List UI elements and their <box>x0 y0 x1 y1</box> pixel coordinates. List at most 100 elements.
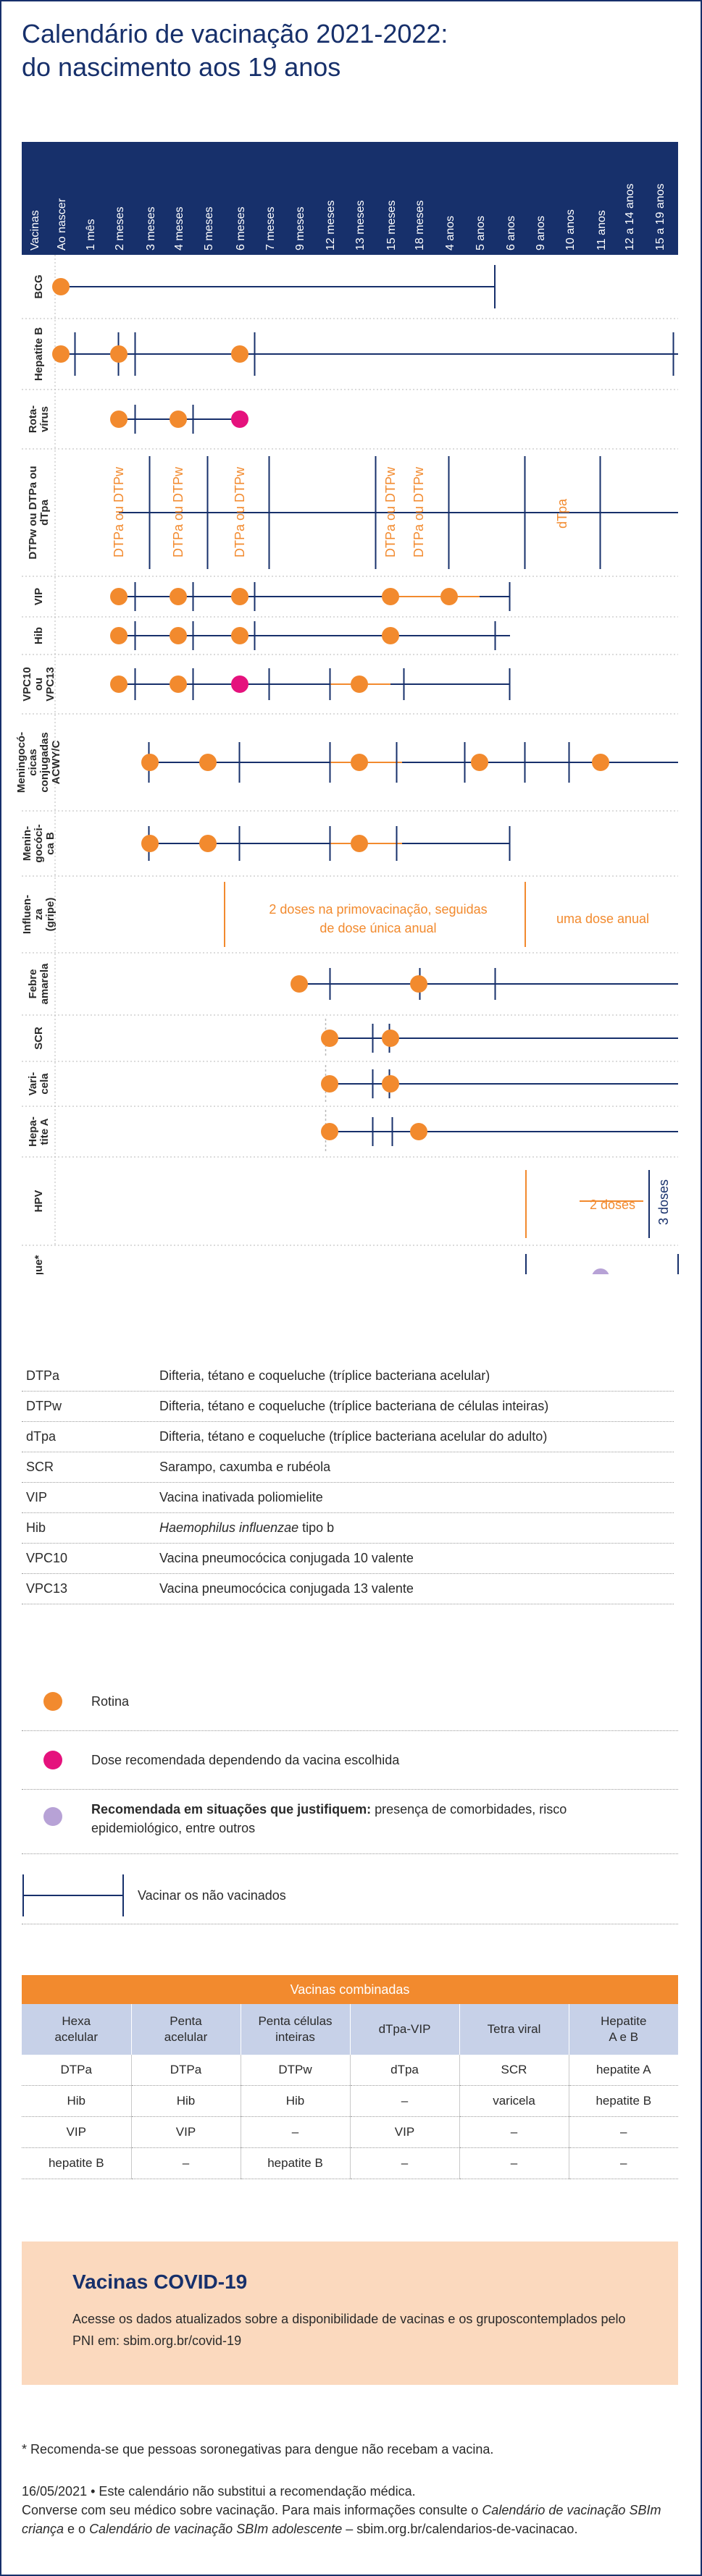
footer-notes: 16/05/2021 • Este calendário não substit… <box>22 2482 674 2538</box>
vaccine-label-line: Meningocó- <box>15 732 28 793</box>
abbreviation-code: SCR <box>26 1460 54 1474</box>
abbreviation-definition: Difteria, tétano e coqueluche (tríplice … <box>159 1399 549 1413</box>
table-row: hepatite B–hepatite B––– <box>22 2147 678 2179</box>
table-cell: SCR <box>459 2055 569 2086</box>
dose-dot <box>231 588 248 605</box>
vaccine-label-line: DTPw ou DTPa ou <box>27 466 39 559</box>
age-header: 9 anos <box>535 216 547 251</box>
dose-dot <box>382 627 399 644</box>
age-header: 1 mês <box>85 219 97 251</box>
vaccine-label: SCR <box>33 1027 45 1050</box>
table-cell: Hib <box>240 2085 350 2117</box>
combined-header-cell: dTpa-VIP <box>349 2004 459 2055</box>
dose-dot <box>231 345 248 363</box>
dose-dot <box>110 588 128 605</box>
dose-dot <box>199 835 217 852</box>
abbreviation-definition: Difteria, tétano e coqueluche (tríplice … <box>159 1429 548 1444</box>
table-cell: DTPa <box>130 2055 241 2086</box>
vaccine-label-line: (gripe) <box>44 898 57 932</box>
vaccine-label-line: Vari- <box>27 1072 39 1096</box>
dtp-vertical-text: DTPa ou DTPw <box>383 466 398 557</box>
table-cell: VIP <box>130 2116 241 2148</box>
vaccine-label-line: Influen- <box>21 895 33 934</box>
footer-line1: 16/05/2021 • Este calendário não substit… <box>22 2484 416 2499</box>
abbreviation-code: DTPa <box>26 1368 60 1383</box>
vaccine-label: Vari-cela <box>27 1072 51 1096</box>
covid-title: Vacinas COVID-19 <box>72 2270 248 2293</box>
dose-dot <box>231 411 248 428</box>
legend-situational-label: Recomendada em situações que justifiquem… <box>91 1802 567 1835</box>
vaccine-label-line: ACWY/C <box>50 740 62 784</box>
dose-dot <box>410 975 427 993</box>
age-header: 15 meses <box>385 201 398 251</box>
table-cell: – <box>459 2147 569 2179</box>
dose-dot <box>291 975 308 993</box>
vaccine-label-line: Hepatite B <box>33 327 45 381</box>
legend: Rotina Dose recomendada dependendo da va… <box>22 1672 678 1924</box>
vaccine-label: VIP <box>33 588 45 605</box>
schedule-doses <box>52 278 609 1274</box>
table-cell: – <box>568 2147 678 2179</box>
vaccine-label-line: tite A <box>38 1118 51 1145</box>
dose-dot <box>351 835 368 852</box>
age-header: 5 anos <box>475 216 487 251</box>
dengue-footnote: * Recomenda-se que pessoas soronegativas… <box>22 2442 494 2457</box>
age-header: 3 meses <box>145 207 157 251</box>
age-header: 7 meses <box>264 207 277 251</box>
dose-dot <box>592 1268 609 1274</box>
legend-routine: Rotina <box>22 1672 678 1731</box>
vaccine-label: Menin-gocóci-ca B <box>21 824 57 862</box>
age-header: 9 meses <box>294 207 306 251</box>
dose-dot <box>231 627 248 644</box>
dose-dot <box>141 835 159 852</box>
age-header: 12 a 14 anos <box>624 183 636 251</box>
vaccine-label: Febreamarela <box>27 963 51 1004</box>
table-cell: DTPa <box>22 2055 131 2086</box>
table-cell: – <box>130 2147 241 2179</box>
dose-dot <box>351 675 368 693</box>
dose-dot <box>440 588 458 605</box>
abbreviation-definition: Vacina inativada poliomielite <box>159 1490 323 1504</box>
page-title: Calendário de vacinação 2021-2022: do na… <box>22 19 448 82</box>
hpv-3doses-text: 3 doses <box>656 1179 671 1225</box>
age-header: 18 meses <box>414 201 426 251</box>
dose-dot <box>110 627 128 644</box>
table-cell: hepatite B <box>22 2147 131 2179</box>
covid-text: Acesse os dados atualizados sobre a disp… <box>72 2312 626 2348</box>
table-cell: – <box>240 2116 350 2148</box>
dtp-vertical-text: DTPa ou DTPw <box>112 466 126 557</box>
vaccine-label-line: Rota- <box>27 405 39 433</box>
dose-dot <box>170 675 187 693</box>
dose-dot <box>321 1123 338 1140</box>
vaccine-label-line: VPC13 <box>44 667 57 702</box>
vaccine-label-line: za <box>33 908 45 920</box>
vaccine-label-line: cela <box>38 1073 51 1095</box>
table-cell: – <box>349 2147 459 2179</box>
routine-dot-icon <box>43 1692 62 1711</box>
vaccine-label-line: gocóci- <box>33 824 45 862</box>
dose-dot <box>321 1075 338 1093</box>
age-header: 12 meses <box>325 201 337 251</box>
depends-dot-icon <box>43 1751 62 1769</box>
age-header: Ao nascer <box>56 198 68 251</box>
table-cell: hepatite A <box>568 2055 678 2086</box>
vaccine-label-line: Febre <box>27 969 39 999</box>
dose-dot <box>170 588 187 605</box>
vaccine-label-line: amarela <box>38 963 51 1004</box>
dose-dot <box>321 1030 338 1047</box>
abbreviation-definition: Difteria, tétano e coqueluche (tríplice … <box>159 1368 490 1383</box>
age-header: 6 meses <box>235 207 247 251</box>
table-cell: hepatite B <box>240 2147 350 2179</box>
abbreviation-code: Hib <box>26 1520 46 1535</box>
